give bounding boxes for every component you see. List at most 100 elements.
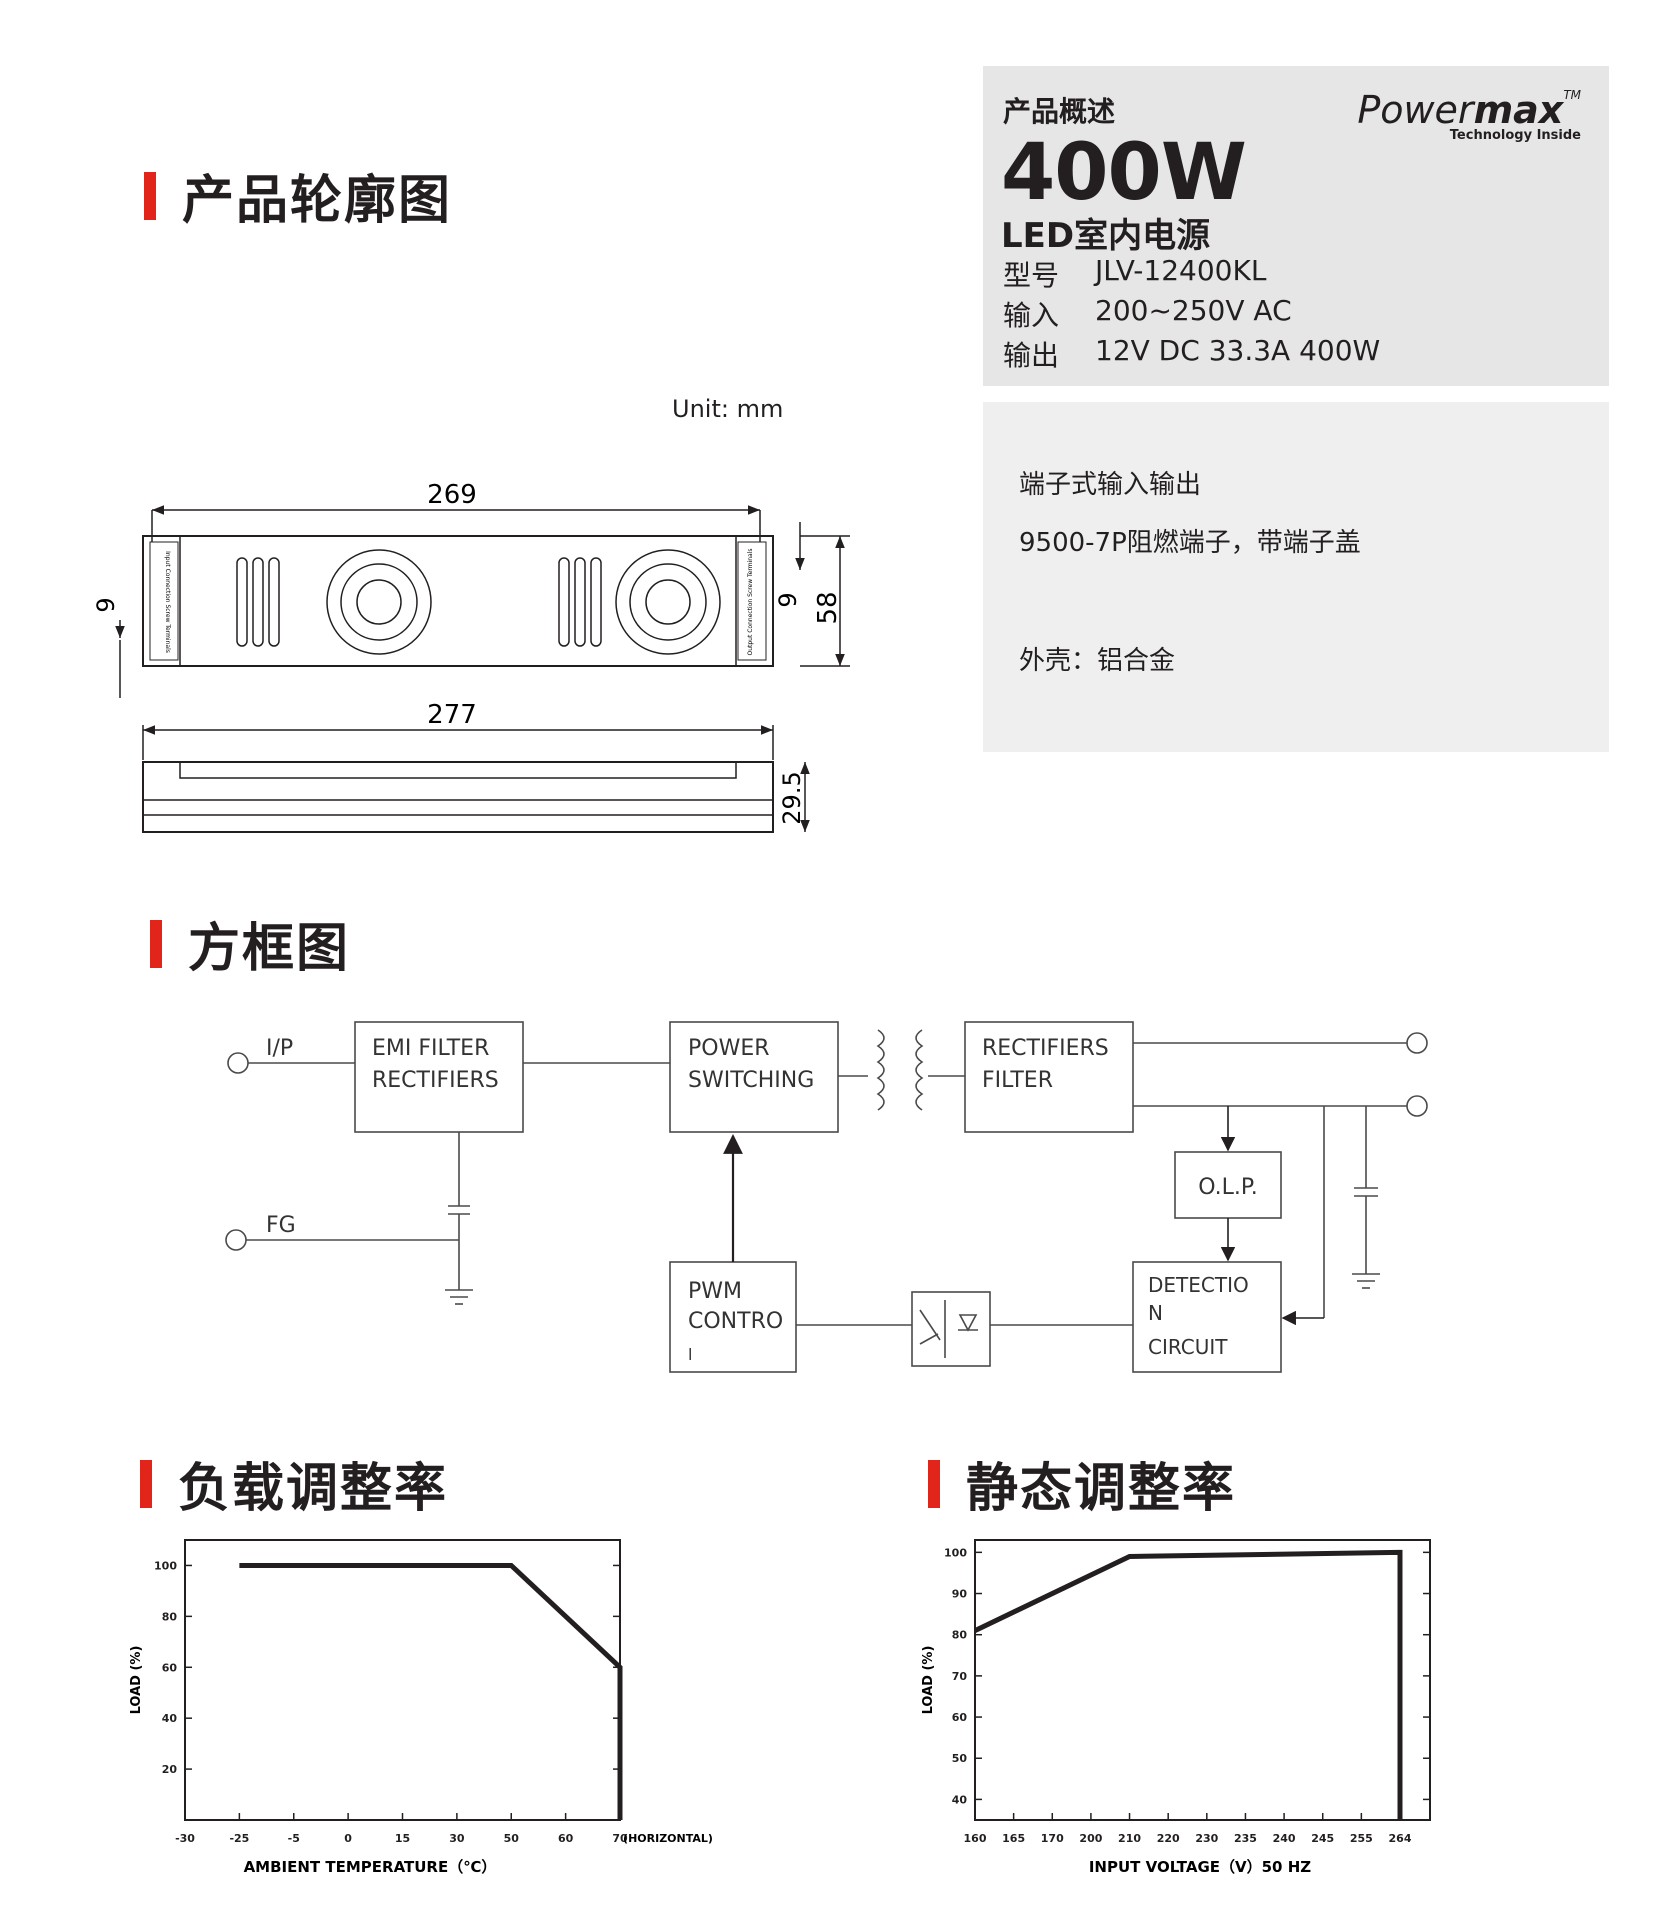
load-curve: [239, 1562, 623, 1820]
x-tick-label: 50: [504, 1832, 520, 1845]
label-ip: I/P: [266, 1036, 293, 1061]
overview-heading: 产品概述: [1003, 95, 1116, 128]
product-overview-card: 产品概述 400W LED室内电源 型号 JLV-12400KL 输入 200~…: [983, 66, 1609, 386]
y-tick-label: 40: [952, 1793, 968, 1806]
section-title-text: 产品轮廓图: [182, 171, 453, 231]
overview-power: 400W: [1001, 128, 1247, 218]
box-emi-line1: EMI FILTER: [372, 1036, 489, 1061]
load-regulation-chart: -30 -25 -5 0 15 30 50 60 70 20 40 60 80 100 AMBIENT T…: [129, 1539, 713, 1876]
y-axis-label: LOAD (%): [129, 1646, 144, 1715]
box-pwm-line2: CONTRO: [688, 1309, 783, 1334]
title-accent-bar: [144, 171, 156, 220]
feature-item: 端子式输入输出: [1019, 470, 1202, 500]
box-pwm-line1: PWM: [688, 1279, 742, 1304]
spec-key: 输出: [1003, 339, 1060, 372]
x-tick-label: 15: [395, 1832, 410, 1845]
overview-type: LED室内电源: [1001, 216, 1211, 256]
x-tick-label: 165: [1002, 1832, 1025, 1845]
spec-row-input: 输入 200~250V AC: [1003, 294, 1292, 334]
outline-drawing: 269 277 58 9 9 29.5 Input Connection Scr…: [92, 480, 850, 833]
spec-value: 12V DC 33.3A 400W: [1095, 334, 1381, 367]
y-tick-label: 50: [952, 1752, 968, 1765]
section-title-block: 方框图: [150, 906, 350, 981]
features-card: 端子式输入输出 9500-7P阻燃端子，带端子盖 外壳：铝合金: [983, 402, 1609, 752]
block-diagram: I/P FG EMI FILTER RECTIFIERS POWER SWITC…: [225, 1021, 1428, 1373]
x-tick-label: -25: [229, 1832, 249, 1845]
box-det-line1: DETECTIO: [1148, 1273, 1249, 1297]
x-tick-label: 60: [558, 1832, 574, 1845]
feature-item: 9500-7P阻燃端子，带端子盖: [1019, 528, 1361, 558]
section-title-text: 方框图: [188, 919, 351, 979]
spec-key: 型号: [1003, 259, 1060, 292]
x-tick-label: 70: [612, 1832, 628, 1845]
brand-tm: TM: [1563, 88, 1581, 102]
x-tick-label: 235: [1234, 1832, 1257, 1845]
y-tick-label: 80: [952, 1629, 968, 1642]
x-tick-label: -30: [175, 1832, 195, 1845]
chart-frame: [974, 1539, 1431, 1821]
box-det-line2: N: [1148, 1301, 1163, 1325]
box-rect-line2: FILTER: [982, 1068, 1053, 1093]
section-title-text: 静态调整率: [966, 1459, 1237, 1519]
section-title-text: 负载调整率: [178, 1459, 449, 1519]
y-tick-label: 100: [944, 1546, 967, 1559]
x-tick-label: 0: [344, 1832, 352, 1845]
y-tick-label: 60: [162, 1661, 178, 1674]
box-power-line2: SWITCHING: [688, 1068, 814, 1093]
feature-item: 外壳：铝合金: [1019, 646, 1176, 676]
y-tick-label: 70: [952, 1670, 968, 1683]
static-curve: [973, 1549, 1403, 1820]
x-tick-label: 220: [1157, 1832, 1180, 1845]
spec-row-model: 型号 JLV-12400KL: [1003, 254, 1266, 294]
box-emi-line2: RECTIFIERS: [372, 1068, 499, 1093]
box-pwm-line3: l: [688, 1345, 692, 1364]
terminal-label-left: Input Connection Screw Terminals: [164, 551, 171, 653]
dim-length-side: 277: [427, 700, 477, 730]
terminal-label-right: Output Connection Screw Terminals: [747, 548, 754, 655]
section-title-load: 负载调整率: [140, 1446, 448, 1521]
x-axis-extra-label: (HORIZONTAL): [623, 1832, 713, 1845]
x-tick-label: 30: [449, 1832, 465, 1845]
x-tick-label: 160: [964, 1832, 987, 1845]
section-title-static: 静态调整率: [928, 1446, 1236, 1521]
section-title-outline: 产品轮廓图: [144, 158, 452, 233]
y-tick-label: 80: [162, 1610, 178, 1623]
title-accent-bar: [928, 1459, 940, 1508]
brand-logo: PowermaxTM Technology Inside: [1357, 88, 1581, 143]
x-axis-label: INPUT VOLTAGE（V）50 HZ: [1089, 1858, 1311, 1876]
chart-frame: [184, 1539, 621, 1821]
x-tick-label: 264: [1389, 1832, 1412, 1845]
y-tick-label: 90: [952, 1588, 968, 1601]
y-tick-label: 40: [162, 1712, 178, 1725]
spec-value: 200~250V AC: [1095, 294, 1292, 327]
label-fg: FG: [266, 1213, 296, 1238]
x-tick-label: 230: [1195, 1832, 1218, 1845]
x-tick-label: 240: [1273, 1832, 1296, 1845]
dim-thickness: 29.5: [778, 771, 806, 824]
y-tick-label: 20: [162, 1763, 178, 1776]
x-tick-label: 200: [1079, 1832, 1102, 1845]
title-accent-bar: [150, 919, 162, 968]
brand-name-bold: max: [1473, 88, 1564, 132]
dim-hole-left: 9: [92, 597, 120, 612]
y-tick-label: 60: [952, 1711, 968, 1724]
y-tick-label: 100: [154, 1559, 177, 1572]
box-rect-line1: RECTIFIERS: [982, 1036, 1109, 1061]
x-tick-label: 210: [1118, 1832, 1141, 1845]
brand-tagline: Technology Inside: [1449, 128, 1581, 143]
x-tick-label: 245: [1311, 1832, 1334, 1845]
box-power-line1: POWER: [688, 1036, 770, 1061]
spec-value: JLV-12400KL: [1095, 254, 1267, 287]
dim-height: 58: [813, 591, 843, 624]
x-tick-label: 170: [1041, 1832, 1064, 1845]
brand-name-pre: Power: [1357, 88, 1474, 132]
spec-key: 输入: [1003, 299, 1060, 332]
x-tick-label: -5: [288, 1832, 300, 1845]
dim-hole-right: 9: [774, 592, 802, 607]
box-det-line3: CIRCUIT: [1148, 1335, 1228, 1359]
x-axis-label: AMBIENT TEMPERATURE（℃）: [244, 1858, 497, 1876]
box-olp: O.L.P.: [1198, 1175, 1258, 1200]
spec-row-output: 输出 12V DC 33.3A 400W: [1003, 334, 1380, 374]
dim-length-top: 269: [427, 480, 477, 510]
